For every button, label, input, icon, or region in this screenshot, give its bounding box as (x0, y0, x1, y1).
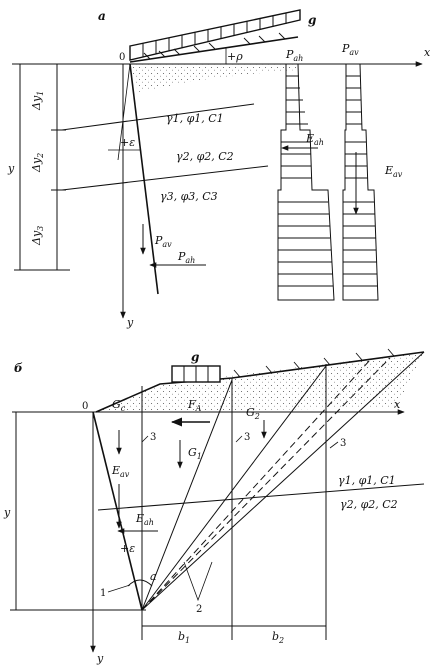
label-2: 2 (196, 604, 202, 615)
layer1-label-a: γ1, φ1, C1 (166, 112, 224, 125)
origin-label-b: 0 (82, 401, 88, 412)
surcharge-load-a (129, 9, 301, 61)
slip-line-dashed-1 (141, 359, 371, 611)
alpha-label: a (150, 570, 157, 583)
y-dim-label-a: y (7, 162, 15, 175)
rho-label: +ρ (227, 50, 243, 63)
layer2-label-b: γ2, φ2, C2 (340, 498, 398, 511)
ground-surface-a (129, 36, 299, 63)
layer-boundary-2-a (61, 165, 269, 191)
diagram-b: б g 0 x y (3, 348, 425, 665)
soil-zone-a (130, 64, 296, 92)
panel-label-a: a (98, 9, 106, 23)
layer3-label-a: γ3, φ3, C3 (160, 190, 218, 203)
label-2-leader (183, 561, 213, 602)
retaining-wall-b (92, 411, 143, 611)
eah-label-a: Eah (305, 132, 324, 147)
fa-label: FA (187, 398, 202, 413)
slip-line-dashed-2 (141, 357, 391, 611)
slip-line-solid (141, 365, 327, 611)
y-axis-label-a: y (126, 316, 134, 329)
eah-label-b: Eah (135, 512, 154, 527)
label-3-b: 3 (244, 432, 250, 443)
surcharge-load-b (171, 365, 221, 383)
b2-label: b2 (272, 630, 284, 645)
gc-label: Gc (112, 398, 126, 413)
svg-text:Δy1: Δy1 (30, 91, 45, 111)
label-3-a: 3 (150, 432, 156, 443)
x-axis-label-b: x (394, 398, 401, 411)
pav-diagram (342, 63, 379, 301)
dy2-label: Δy2 (30, 153, 45, 173)
y-axis-label-b: y (96, 652, 104, 665)
dy1-label: Δy1 (30, 91, 45, 111)
load-label-a: g (308, 13, 316, 27)
pav-diagram-title: Pav (341, 42, 359, 57)
diagram-a: a g (7, 9, 431, 329)
y-dim-label-b: y (3, 506, 11, 519)
load-label-b: g (191, 350, 199, 364)
label-1: 1 (100, 588, 106, 599)
eav-label-b: Eav (111, 464, 130, 479)
slip-line-outer (141, 351, 425, 611)
layer-boundary-b (97, 483, 425, 511)
wall-back-ref (117, 63, 131, 161)
layer1-label-b: γ1, φ1, C1 (338, 474, 396, 487)
pah-diagram (277, 63, 335, 301)
b1-label: b1 (178, 630, 190, 645)
eps-label-a: +ε (120, 136, 135, 149)
pah-wall-label: Pah (177, 250, 195, 265)
g2-label: G2 (246, 406, 260, 421)
x-axis-label-a: x (424, 46, 431, 59)
ground-hatch-a (143, 32, 286, 60)
panel-label-b: б (14, 361, 23, 375)
label-1-leader (107, 584, 131, 593)
eps-label-b: +ε (120, 542, 135, 555)
label-3-c: 3 (340, 438, 346, 449)
alpha-arc (127, 579, 153, 587)
origin-label-a: 0 (119, 52, 125, 63)
pav-wall-label: Pav (154, 234, 172, 249)
soil-zone-b (96, 352, 424, 412)
slip-line-steep (141, 379, 233, 611)
pah-diagram-title: Pah (285, 48, 303, 63)
layer2-label-a: γ2, φ2, C2 (176, 150, 234, 163)
svg-text:Δy2: Δy2 (30, 153, 45, 173)
svg-text:Δy3: Δy3 (30, 226, 45, 246)
dy3-label: Δy3 (30, 226, 45, 246)
eav-label-a: Eav (384, 164, 403, 179)
g1-label: G1 (188, 446, 202, 461)
layer-boundary-1-a (61, 103, 255, 131)
retaining-wall-a (129, 63, 159, 295)
